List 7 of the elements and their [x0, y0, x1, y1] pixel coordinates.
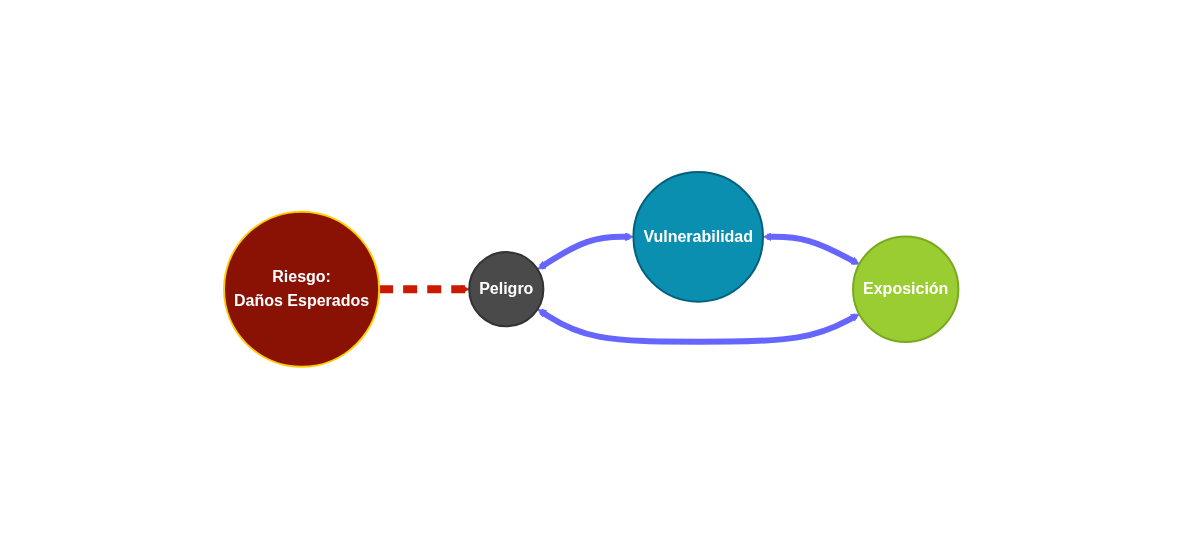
arrow — [537, 308, 860, 345]
node-circle: Peligro — [468, 250, 545, 327]
arrow — [379, 284, 470, 294]
node-circle: Riesgo: Daños Esperados — [223, 210, 381, 368]
node-circle: Vulnerabilidad — [632, 170, 765, 303]
arrow — [763, 232, 860, 265]
node-circle: Exposición — [852, 235, 960, 343]
